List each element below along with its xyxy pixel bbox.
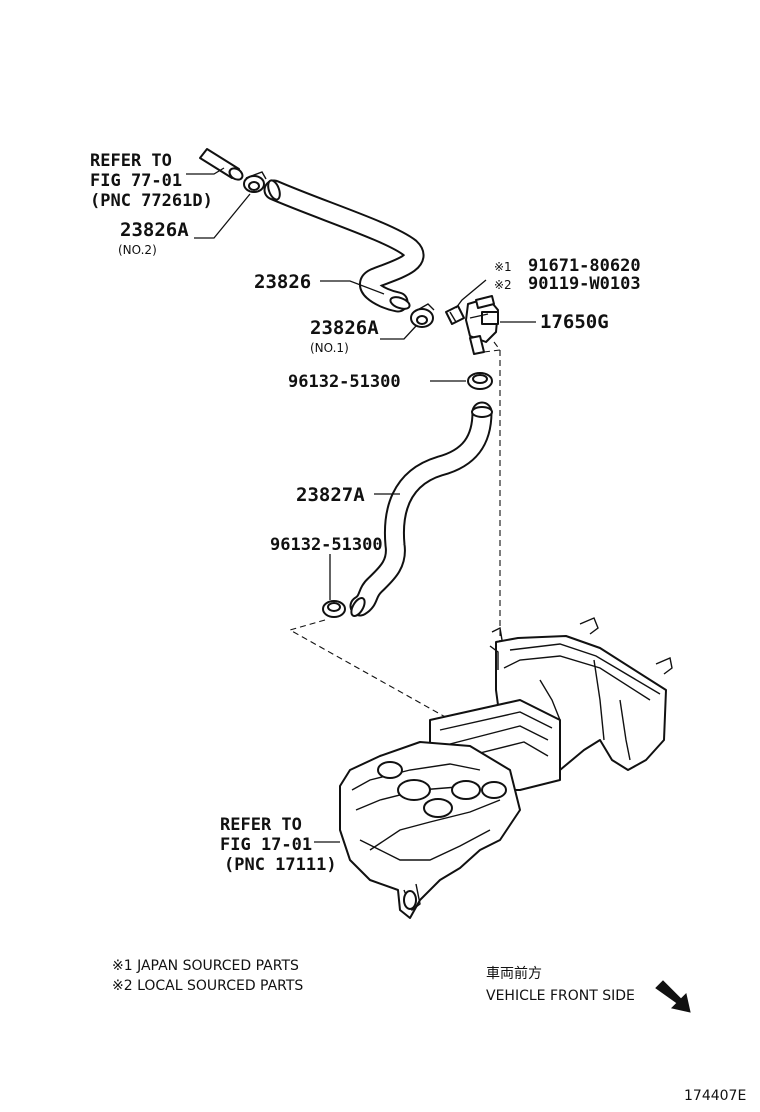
lower-hose: [349, 401, 493, 618]
figure-id: 174407E: [684, 1088, 746, 1104]
hose-upper-part: 23826: [254, 271, 311, 293]
leaders: [186, 167, 536, 843]
intake-manifold: [339, 617, 673, 919]
legend-note2: ※2 LOCAL SOURCED PARTS: [112, 978, 303, 994]
clip-lower-part: 96132-51300: [270, 535, 383, 555]
legend-note1: ※1 JAPAN SOURCED PARTS: [112, 958, 299, 974]
vsv-valve: [465, 295, 499, 355]
dashed-guides: [288, 341, 541, 771]
callout-refer-bottom: REFER TO FIG 17-01 (PNC 17111): [220, 815, 337, 875]
orientation: 車両前方 VEHICLE FRONT SIDE: [486, 965, 691, 1013]
orientation-en: VEHICLE FRONT SIDE: [486, 988, 635, 1004]
callout-bolts: ※1 91671-80620 ※2 90119-W0103: [494, 256, 641, 294]
clamp-no1-sub: (NO.1): [310, 341, 349, 355]
refer-bottom-line1: REFER TO: [220, 815, 302, 835]
pipe-stub: [199, 148, 244, 181]
refer-top-line1: REFER TO: [90, 151, 172, 171]
clip-upper-part: 96132-51300: [288, 372, 401, 392]
front-arrow-icon: [655, 980, 691, 1013]
callout-refer-top: REFER TO FIG 77-01 (PNC 77261D): [90, 151, 213, 211]
clip-upper: [467, 372, 493, 390]
bolt-local-part: 90119-W0103: [528, 274, 641, 294]
clamp-no1: [410, 303, 435, 328]
clamp-no2: [243, 171, 267, 193]
bolt-japan-part: 91671-80620: [528, 256, 641, 276]
callout-clamp-no1: 23826A (NO.1): [310, 317, 379, 355]
legend: ※1 JAPAN SOURCED PARTS ※2 LOCAL SOURCED …: [112, 958, 303, 994]
clamp-no2-sub: (NO.2): [118, 243, 157, 257]
orientation-jp: 車両前方: [486, 965, 542, 982]
bolt-japan-mark: ※1: [494, 260, 512, 274]
bolt-local-mark: ※2: [494, 278, 512, 292]
valve-part: 17650G: [540, 311, 609, 333]
clamp-no1-part: 23826A: [310, 317, 379, 339]
bolt: [445, 305, 465, 325]
callout-clamp-no2: 23826A (NO.2): [118, 219, 189, 257]
refer-bottom-line2: FIG 17-01: [220, 835, 312, 855]
clip-lower: [322, 600, 346, 618]
upper-hose: [263, 179, 425, 313]
hose-lower-part: 23827A: [296, 484, 365, 506]
refer-bottom-line3: (PNC 17111): [224, 855, 337, 875]
clamp-no2-part: 23826A: [120, 219, 189, 241]
refer-top-line2: FIG 77-01: [90, 171, 182, 191]
refer-top-line3: (PNC 77261D): [90, 191, 213, 211]
